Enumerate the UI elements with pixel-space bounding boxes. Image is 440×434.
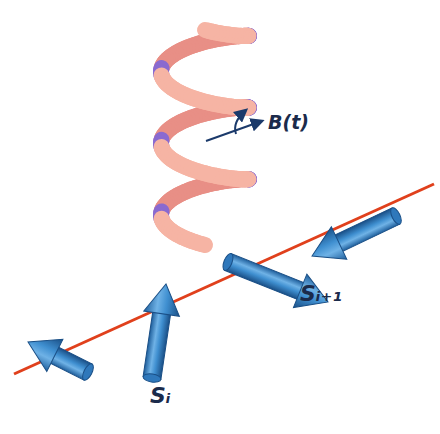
spin-label: Sᵢ [150,384,171,408]
spin-arrow [134,281,184,384]
field-label: B(t) [268,112,309,133]
chain-line [14,184,434,374]
arrow-tail [143,373,162,384]
arrow-tail [389,206,404,226]
spin-arrow [20,326,100,390]
arrow-head [304,227,347,272]
rotation-arrow [235,110,246,134]
arrow-head [20,326,63,372]
field-vector [206,121,262,141]
helix-segment [205,22,208,39]
arrow-shaft [225,254,306,300]
helix-segment [202,236,205,253]
helix-field [161,30,249,245]
helix-segment [202,93,205,110]
spin-arrow [304,198,407,272]
spin-label: Sᵢ₊₁ [300,282,342,306]
spin-arrows [20,198,407,390]
arrow-tail [221,252,235,272]
arrow-tail [80,362,95,382]
arrow-head [144,281,184,316]
arrow-shaft [333,208,399,252]
arrow-shaft [143,310,171,379]
helix-segment [205,165,208,182]
